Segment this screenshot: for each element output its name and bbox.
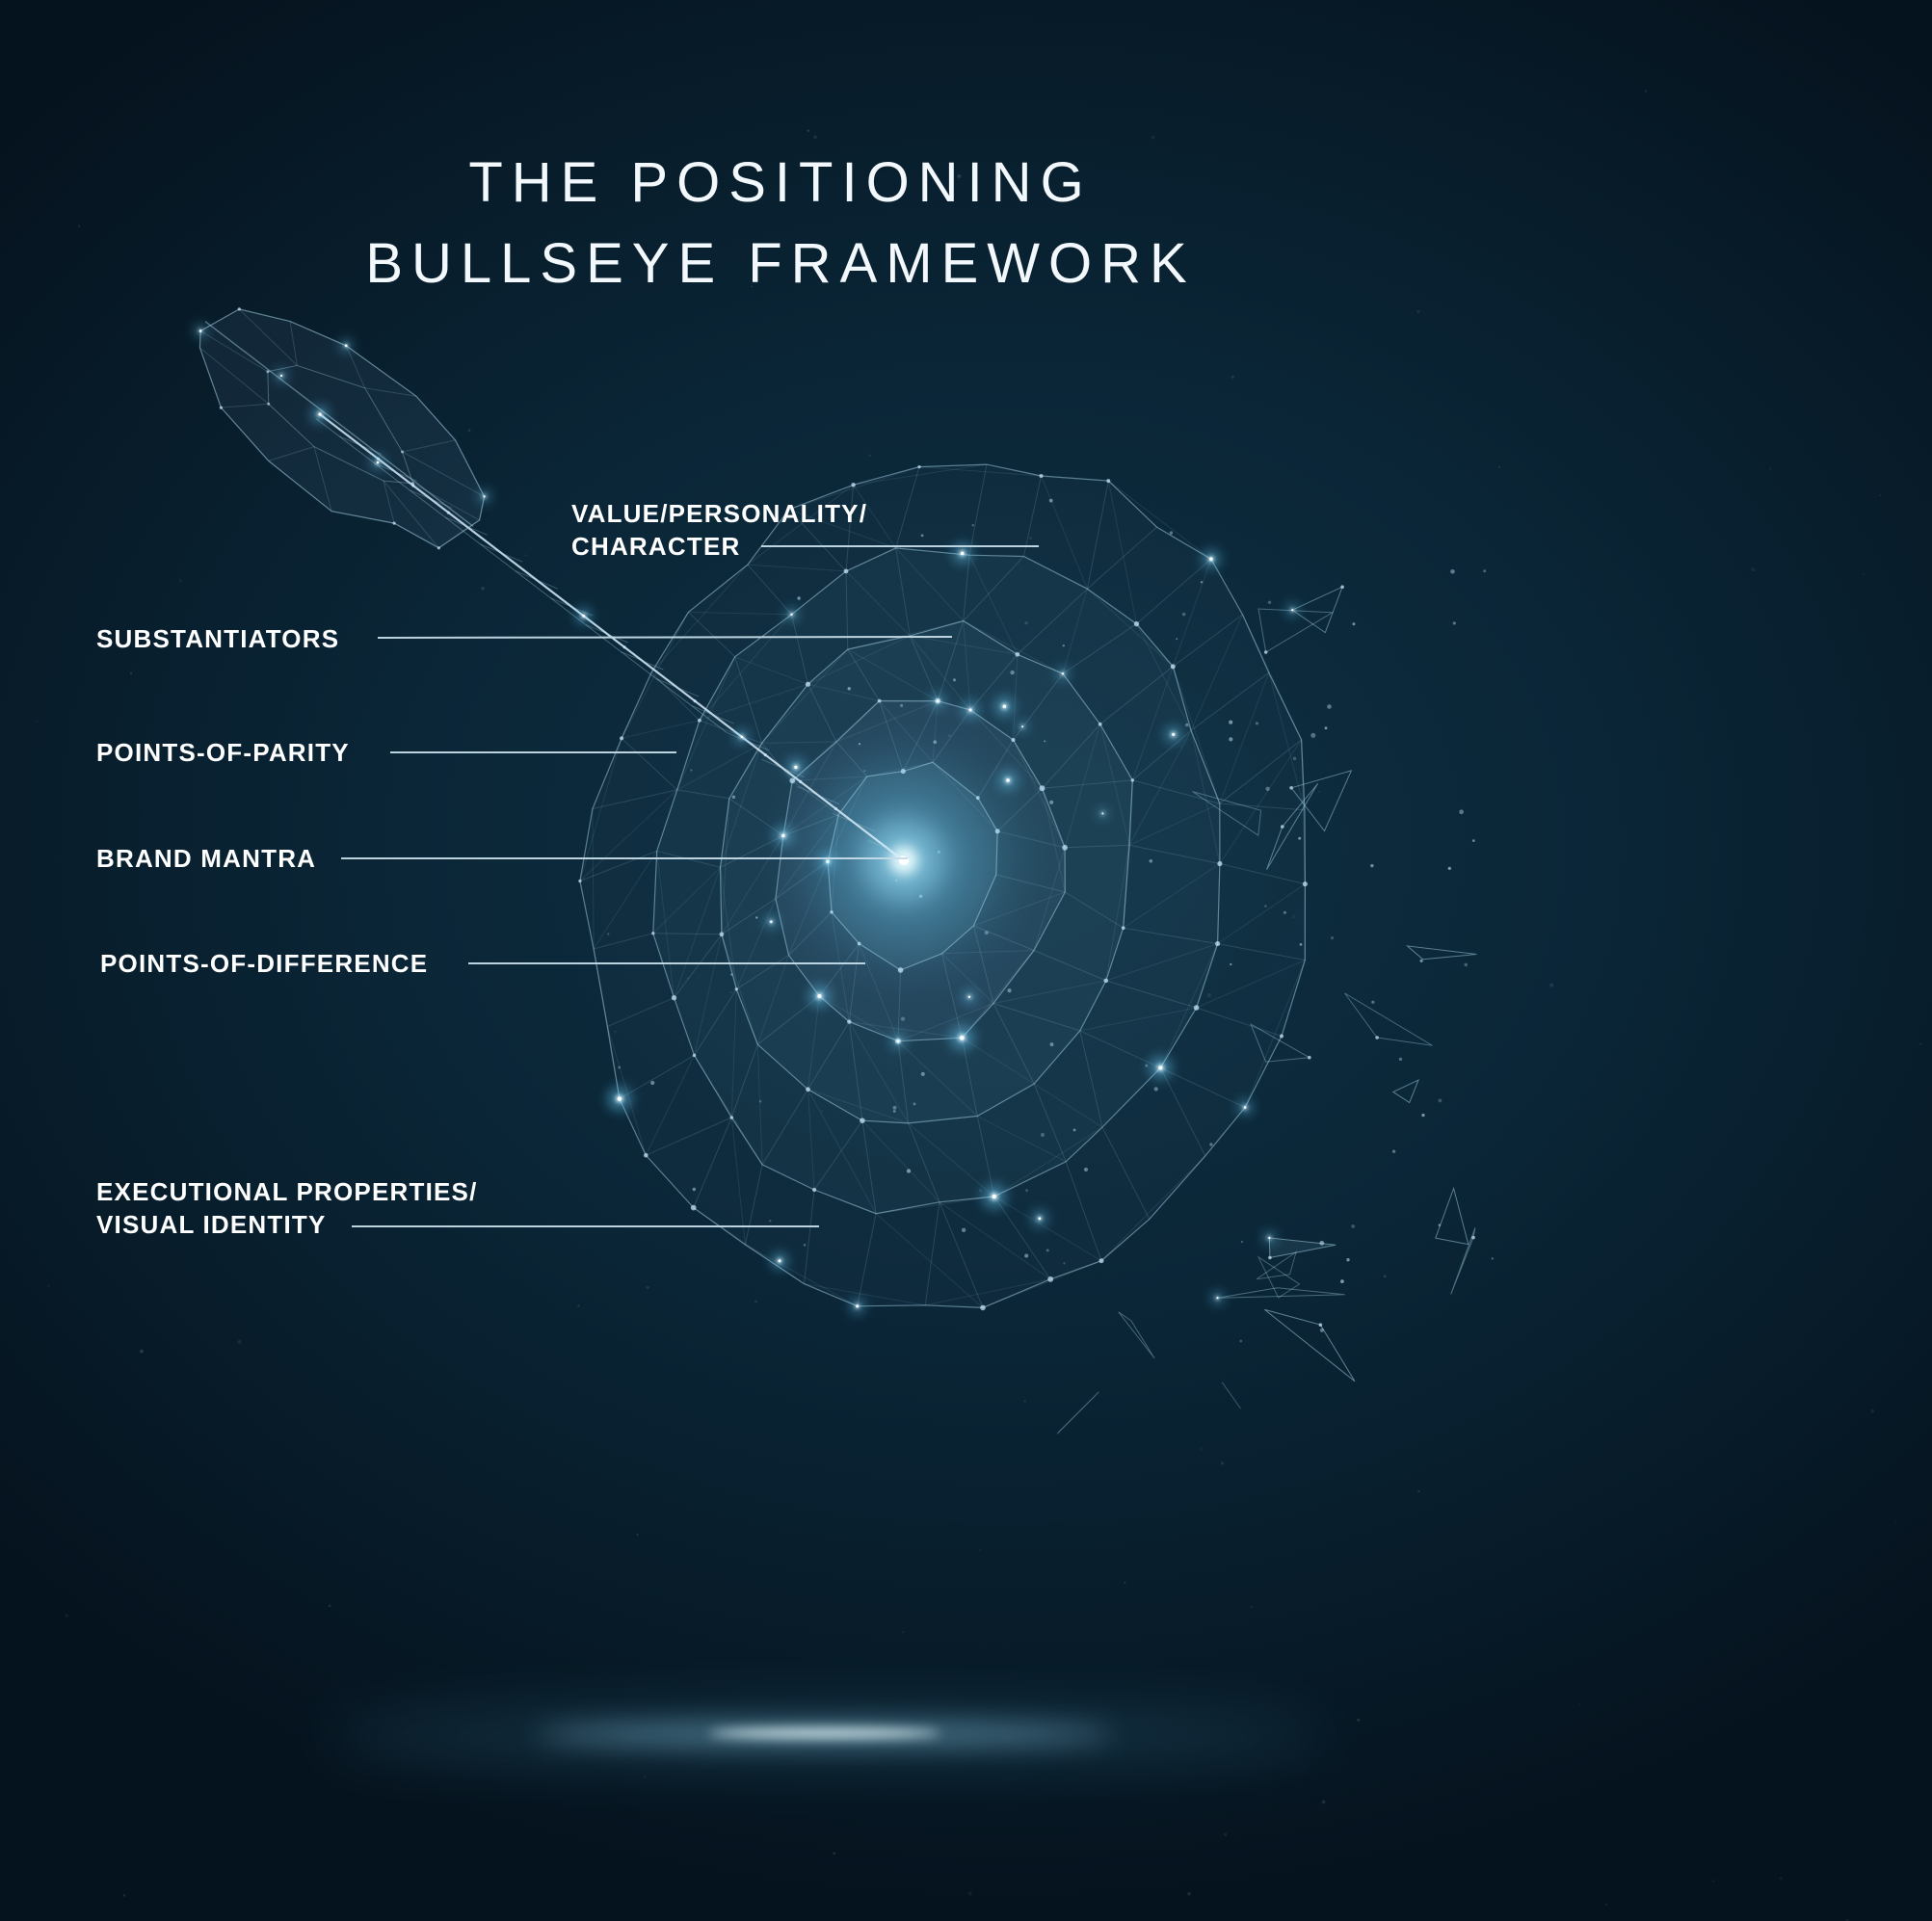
- label-substantiators: SUBSTANTIATORS: [96, 624, 340, 653]
- label-executional-properties-visual-identity: EXECUTIONAL PROPERTIES/ VISUAL IDENTITY: [96, 1175, 478, 1241]
- label-value-personality-character: VALUE/PERSONALITY/ CHARACTER: [571, 497, 867, 563]
- label-brand-mantra: BRAND MANTRA: [96, 844, 317, 873]
- label-line: CHARACTER: [571, 532, 741, 561]
- label-points-of-difference: POINTS-OF-DIFFERENCE: [100, 949, 429, 978]
- label-line: VALUE/PERSONALITY/: [571, 499, 868, 528]
- title-line-2: BULLSEYE FRAMEWORK: [365, 232, 1196, 295]
- title-line-1: THE POSITIONING: [468, 151, 1093, 214]
- label-line: VISUAL IDENTITY: [96, 1210, 327, 1239]
- page-title: THE POSITIONING BULLSEYE FRAMEWORK: [0, 143, 1561, 304]
- label-points-of-parity: POINTS-OF-PARITY: [96, 738, 350, 767]
- leader-line-substantiators: [377, 636, 953, 639]
- label-line: EXECUTIONAL PROPERTIES/: [96, 1177, 478, 1206]
